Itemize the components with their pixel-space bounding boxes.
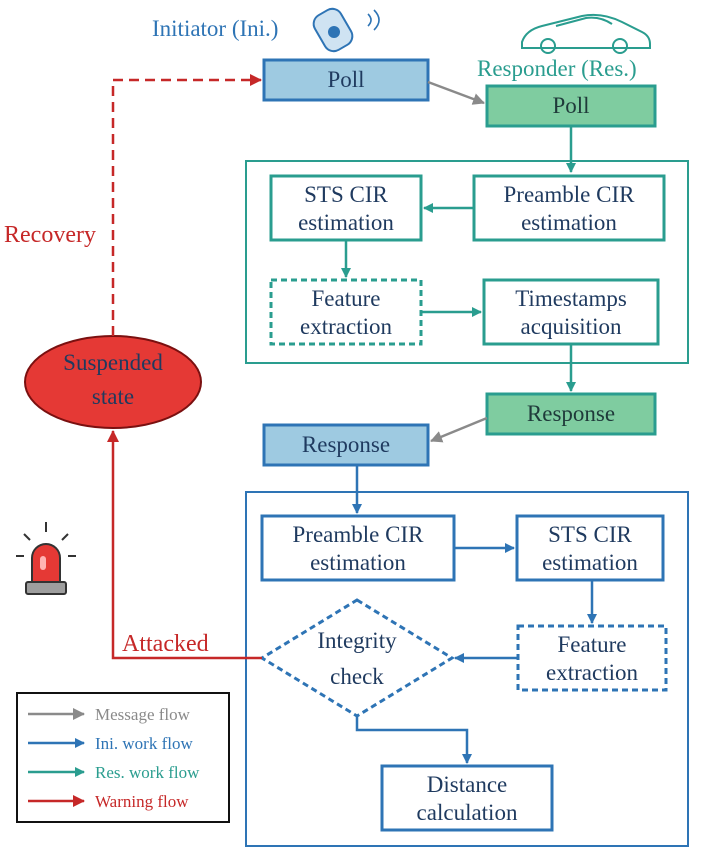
res-feature-line2: extraction [300, 314, 392, 339]
attacked-label: Attacked [122, 631, 209, 657]
legend-item-message: Message flow [28, 705, 191, 724]
res-preamble-line1: Preamble CIR [504, 182, 636, 207]
ini-preamble-line2: estimation [310, 550, 406, 575]
ini-integrity-line2: check [330, 664, 384, 689]
legend-label-warning: Warning flow [95, 792, 189, 811]
ini-distance-calculation-node: Distance calculation [380, 764, 554, 832]
legend-label-res: Res. work flow [95, 763, 200, 782]
suspended-state-node: Suspended state [24, 335, 202, 429]
legend: Message flow Ini. work flow Res. work fl… [16, 692, 230, 823]
key-fob-icon [312, 7, 380, 53]
res-timestamps-node: Timestamps acquisition [482, 278, 660, 346]
res-feature-extraction-node: Feature extraction [269, 278, 423, 346]
alarm-siren-icon [16, 522, 76, 595]
responder-response-label: Response [527, 401, 615, 426]
ini-sts-cir-line1: STS CIR [548, 522, 632, 547]
res-timestamps-line1: Timestamps [515, 286, 627, 311]
res-sts-cir-node: STS CIR estimation [269, 174, 423, 242]
recovery-label: Recovery [4, 222, 96, 248]
res-timestamps-line2: acquisition [521, 314, 622, 339]
car-icon [521, 13, 651, 54]
ini-sts-cir-line2: estimation [542, 550, 638, 575]
ini-integrity-check-node: Integrity check [259, 598, 455, 718]
ini-distance-line2: calculation [417, 800, 518, 825]
ini-feature-line1: Feature [558, 632, 627, 657]
res-feature-line1: Feature [312, 286, 381, 311]
res-sts-cir-line1: STS CIR [304, 182, 388, 207]
res-preamble-cir-node: Preamble CIR estimation [472, 174, 666, 242]
res-sts-cir-line2: estimation [298, 210, 394, 235]
responder-poll-label: Poll [552, 93, 589, 118]
suspended-line1: Suspended [63, 350, 163, 375]
responder-process-container [245, 160, 689, 364]
legend-item-res: Res. work flow [28, 763, 200, 782]
ini-arrow-integrity-to-distance [355, 716, 472, 764]
initiator-poll-node: Poll [262, 58, 430, 102]
ini-distance-line1: Distance [427, 772, 507, 797]
initiator-response-label: Response [302, 432, 390, 457]
message-arrow-poll [427, 80, 485, 105]
message-arrow-response [430, 416, 488, 443]
res-preamble-line2: estimation [521, 210, 617, 235]
responder-label: Responder (Res.) [477, 56, 637, 81]
ini-sts-cir-node: STS CIR estimation [515, 514, 665, 582]
legend-label-ini: Ini. work flow [95, 734, 193, 753]
warning-arrow-recovery [111, 74, 262, 336]
legend-item-warning: Warning flow [28, 792, 189, 811]
ini-preamble-cir-node: Preamble CIR estimation [260, 514, 456, 582]
responder-response-node: Response [485, 392, 657, 436]
suspended-line2: state [92, 384, 134, 409]
warning-arrow-attacked [107, 430, 262, 660]
ini-preamble-line1: Preamble CIR [293, 522, 425, 547]
ini-feature-extraction-node: Feature extraction [516, 624, 668, 692]
initiator-label: Initiator (Ini.) [152, 16, 278, 41]
initiator-response-node: Response [262, 423, 430, 467]
responder-poll-node: Poll [485, 84, 657, 128]
ini-integrity-line1: Integrity [317, 628, 397, 653]
ini-feature-line2: extraction [546, 660, 638, 685]
legend-item-ini: Ini. work flow [28, 734, 193, 753]
legend-label-message: Message flow [95, 705, 191, 724]
initiator-poll-label: Poll [327, 67, 364, 92]
initiator-process-container [245, 491, 689, 847]
